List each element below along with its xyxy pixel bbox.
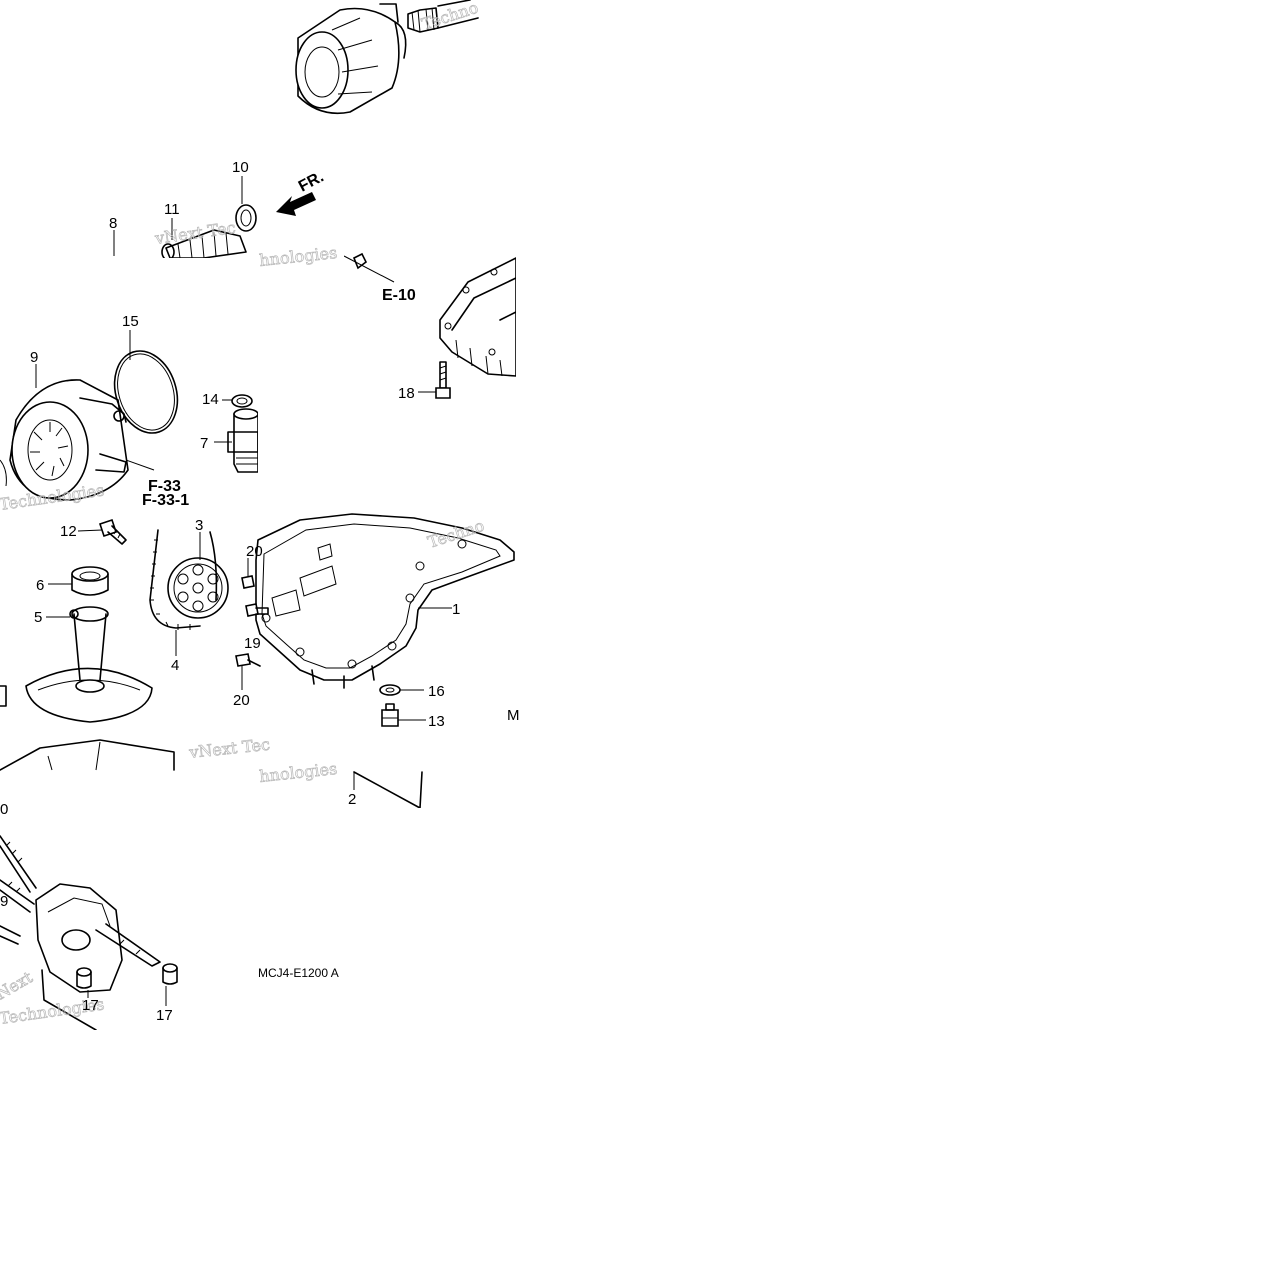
callout-20-upper: 20 [246,543,263,560]
watermark-text: Techno [425,516,486,552]
seal-6 [71,566,109,596]
callout-3: 3 [195,517,203,534]
oil-pan-partial-left [0,739,175,771]
callout-12: 12 [60,523,77,540]
bolt-left-edge [0,685,7,707]
small-nut-e10 [352,252,368,270]
callout-8: 8 [109,215,117,232]
bolt-19 [245,603,269,617]
front-direction-arrow [276,192,316,216]
callout-left-edge-a: 0 [0,801,8,818]
dowel-17-b [162,963,178,985]
cross-ref-f33-1[interactable]: F-33-1 [142,492,189,509]
direction-label: FR. [296,168,327,195]
oil-filter-base-9 [0,379,129,501]
oil-pump [0,835,161,1031]
callout-17-b: 17 [156,1007,173,1024]
joint-bolt-7 [227,408,259,473]
callout-7: 7 [200,435,208,452]
callout-9: 9 [30,349,38,366]
drawing-code: MCJ4-E1200 A [258,966,339,980]
watermark-text: Next [0,967,36,1003]
cross-ref-f33[interactable]: F-33 [148,478,181,495]
callout-left-edge-b: 9 [0,893,8,910]
washer-16 [379,684,401,696]
watermark-text: vNext Tec [153,218,237,248]
watermark-text: vNext Tec [187,735,270,762]
watermark-text: hnologies [258,243,338,270]
strainer-5 [25,606,153,723]
watermark-text: Techno [419,0,480,34]
callout-14: 14 [202,391,219,408]
bolt-18 [435,361,451,399]
callout-2: 2 [348,791,356,808]
callout-5: 5 [34,609,42,626]
watermark-text: hnologies [258,759,338,786]
callout-18: 18 [398,385,415,402]
callout-16: 16 [428,683,445,700]
callout-10: 10 [232,159,249,176]
washer-14 [231,394,253,408]
bolt-12 [98,518,127,545]
callout-17-a: 17 [82,997,99,1014]
bolt-20-upper [241,575,255,589]
drain-bolt-13 [381,703,399,727]
dowel-17-a [76,967,92,989]
callout-numbers: 1 2 3 4 5 6 7 8 9 10 11 12 13 14 15 16 1… [0,159,520,1024]
oil-pan-upper [439,257,517,377]
callout-20-lower: 20 [233,692,250,709]
gasket-2-fragment [353,771,423,809]
callout-4: 4 [171,657,179,674]
callout-19: 19 [244,635,261,652]
leader-lines [35,176,452,1006]
chain-4 [149,529,218,630]
o-ring-15 [113,350,179,434]
callout-1: 1 [452,601,460,618]
bolt-20-lower [235,653,261,667]
callout-13: 13 [428,713,445,730]
oil-filter [295,0,479,115]
callout-right-edge: M [507,707,520,724]
oil-pan-1 [255,513,515,689]
callout-11: 11 [164,201,180,218]
cross-ref-e10[interactable]: E-10 [382,287,416,304]
callout-15: 15 [122,313,139,330]
sprocket-3 [167,557,229,619]
callout-6: 6 [36,577,44,594]
